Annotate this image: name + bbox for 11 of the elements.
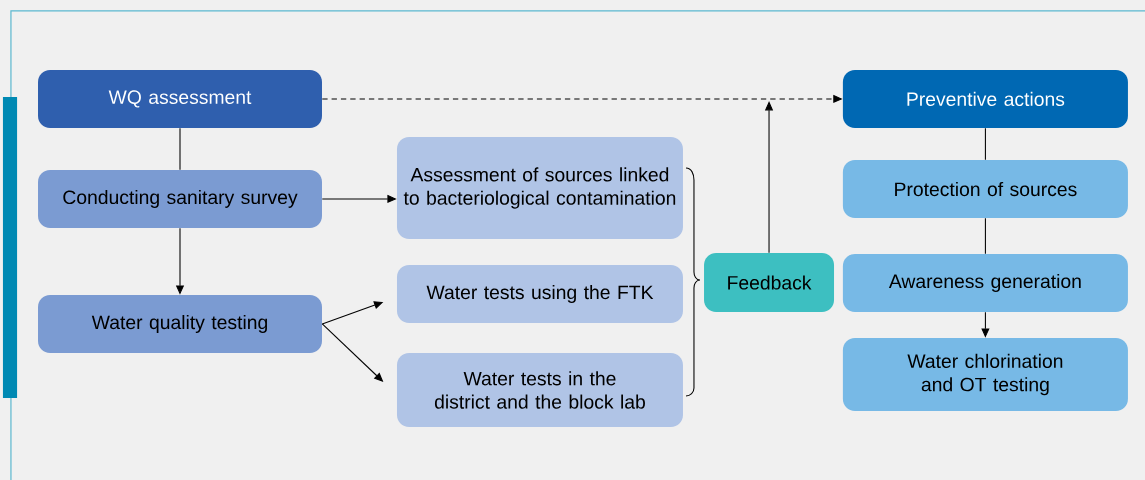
process-box: Water chlorination and OT testing (842, 338, 1128, 412)
process-box: Preventive actions (842, 69, 1128, 128)
process-box: WQ assessment (38, 69, 322, 128)
process-box: Protection of sources (842, 160, 1128, 219)
feedback-box: Feedback (704, 253, 835, 312)
process-box: Awareness generation (842, 253, 1128, 312)
process-box: Water tests using the FTK (397, 265, 683, 323)
process-box: Conducting sanitary survey (38, 169, 322, 228)
process-box: Assessment of sources linked to bacteriological contamination (397, 137, 683, 239)
process-box: Water tests in the district and the block lab (397, 353, 683, 427)
process-box: Water quality testing (38, 295, 322, 353)
